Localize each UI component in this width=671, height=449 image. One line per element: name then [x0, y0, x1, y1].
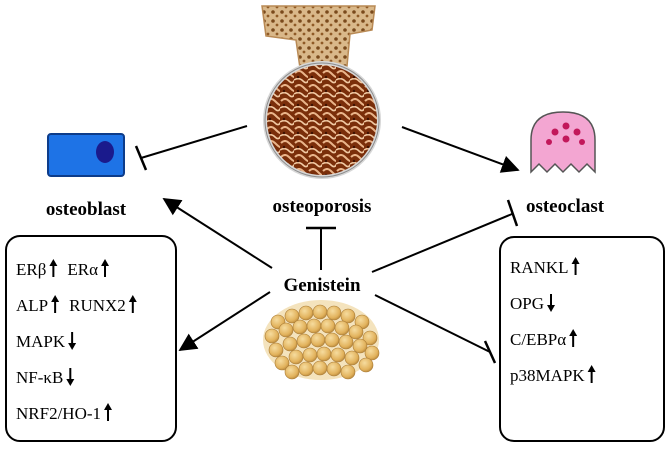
inhibit-osteoporosis-osteoblast	[134, 125, 248, 171]
osteoblast-label: osteoblast	[46, 199, 127, 220]
genistein-label: Genistein	[283, 275, 360, 296]
osteoblast-markers-box	[5, 235, 177, 442]
osteoclast-label: osteoclast	[526, 196, 605, 217]
up-arrow-icon	[571, 257, 580, 275]
down-arrow-icon	[68, 332, 77, 350]
trabecular-bone-icon	[263, 61, 381, 179]
down-arrow-icon	[547, 294, 556, 312]
left-marker: ALP	[16, 296, 48, 315]
arrow-genistein-osteoblast	[162, 198, 273, 269]
inhibit-genistein-osteoclast	[371, 199, 519, 273]
arrow-genistein-leftbox	[178, 291, 271, 351]
arrow-osteoporosis-osteoclast	[401, 126, 520, 173]
left-marker: ERβ	[16, 260, 46, 279]
osteoclast-markers-box	[499, 236, 665, 442]
right-marker: C/EBPα	[510, 330, 566, 349]
down-arrow-icon	[66, 368, 75, 386]
left-marker: RUNX2	[69, 296, 126, 315]
up-arrow-icon	[104, 403, 113, 421]
osteoporosis-label: osteoporosis	[273, 196, 372, 217]
left-marker: NF-κB	[16, 368, 63, 387]
up-arrow-icon	[51, 295, 60, 313]
right-marker: RANKL	[510, 258, 569, 277]
up-arrow-icon	[587, 365, 596, 383]
up-arrow-icon	[101, 259, 110, 277]
left-marker: ERα	[67, 260, 98, 279]
left-marker: NRF2/HO-1	[16, 404, 101, 423]
up-arrow-icon	[128, 295, 137, 313]
osteoclast-markers-list: RANKL OPG C/EBPα p38MAPK	[510, 257, 596, 385]
bone-section-icon	[261, 5, 376, 69]
inhibit-genistein-osteoporosis	[306, 226, 336, 270]
up-arrow-icon	[569, 329, 578, 347]
osteoblast-cell-icon	[47, 133, 125, 177]
soybeans-icon	[263, 300, 380, 380]
left-marker: MAPK	[16, 332, 66, 351]
up-arrow-icon	[49, 259, 58, 277]
right-marker: p38MAPK	[510, 366, 585, 385]
right-marker: OPG	[510, 294, 544, 313]
inhibit-genistein-rightbox	[374, 294, 497, 364]
osteoclast-cell-icon	[530, 111, 596, 174]
